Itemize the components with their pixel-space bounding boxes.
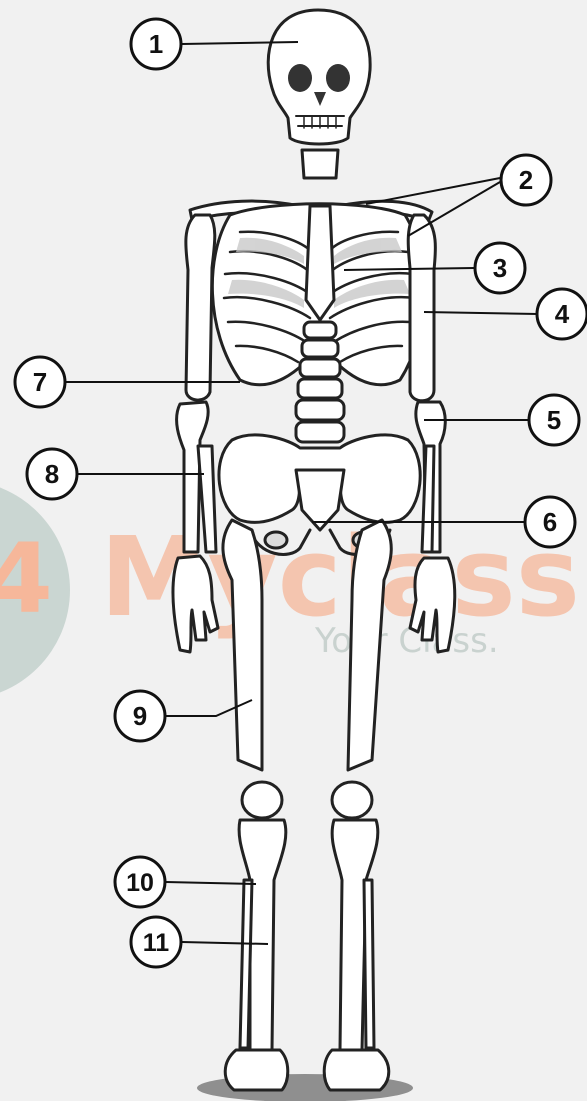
label-1-text: 1 [149,29,163,59]
label-5-text: 5 [547,405,561,435]
label-10-text: 10 [126,869,154,897]
label-9-text: 9 [133,701,147,731]
leader-line-4 [424,312,538,314]
label-6-text: 6 [543,507,557,537]
sternum [306,206,334,320]
label-6: 6 [525,497,575,547]
label-10: 10 [115,857,165,907]
label-8: 8 [27,449,77,499]
watermark-digit: 4 [0,523,53,635]
label-8-text: 8 [45,459,59,489]
label-2-text: 2 [519,165,533,195]
label-4-text: 4 [555,299,570,329]
right-arm [408,215,455,652]
label-11-text: 11 [143,929,170,957]
label-7: 7 [15,357,65,407]
label-7-text: 7 [33,367,47,397]
label-5: 5 [529,395,579,445]
label-1: 1 [131,19,181,69]
leader-line-2a [366,178,500,204]
watermark: 4 Myclass Your Class. [0,480,580,700]
skull [268,10,370,144]
label-3: 3 [475,243,525,293]
label-11: 11 [131,917,181,967]
label-3-text: 3 [493,253,507,283]
label-2: 2 [501,155,551,205]
watermark-tagline: Your Class. [314,621,499,661]
label-9: 9 [115,691,165,741]
label-4: 4 [537,289,587,339]
cervical-spine [302,150,338,178]
left-arm [173,215,218,652]
